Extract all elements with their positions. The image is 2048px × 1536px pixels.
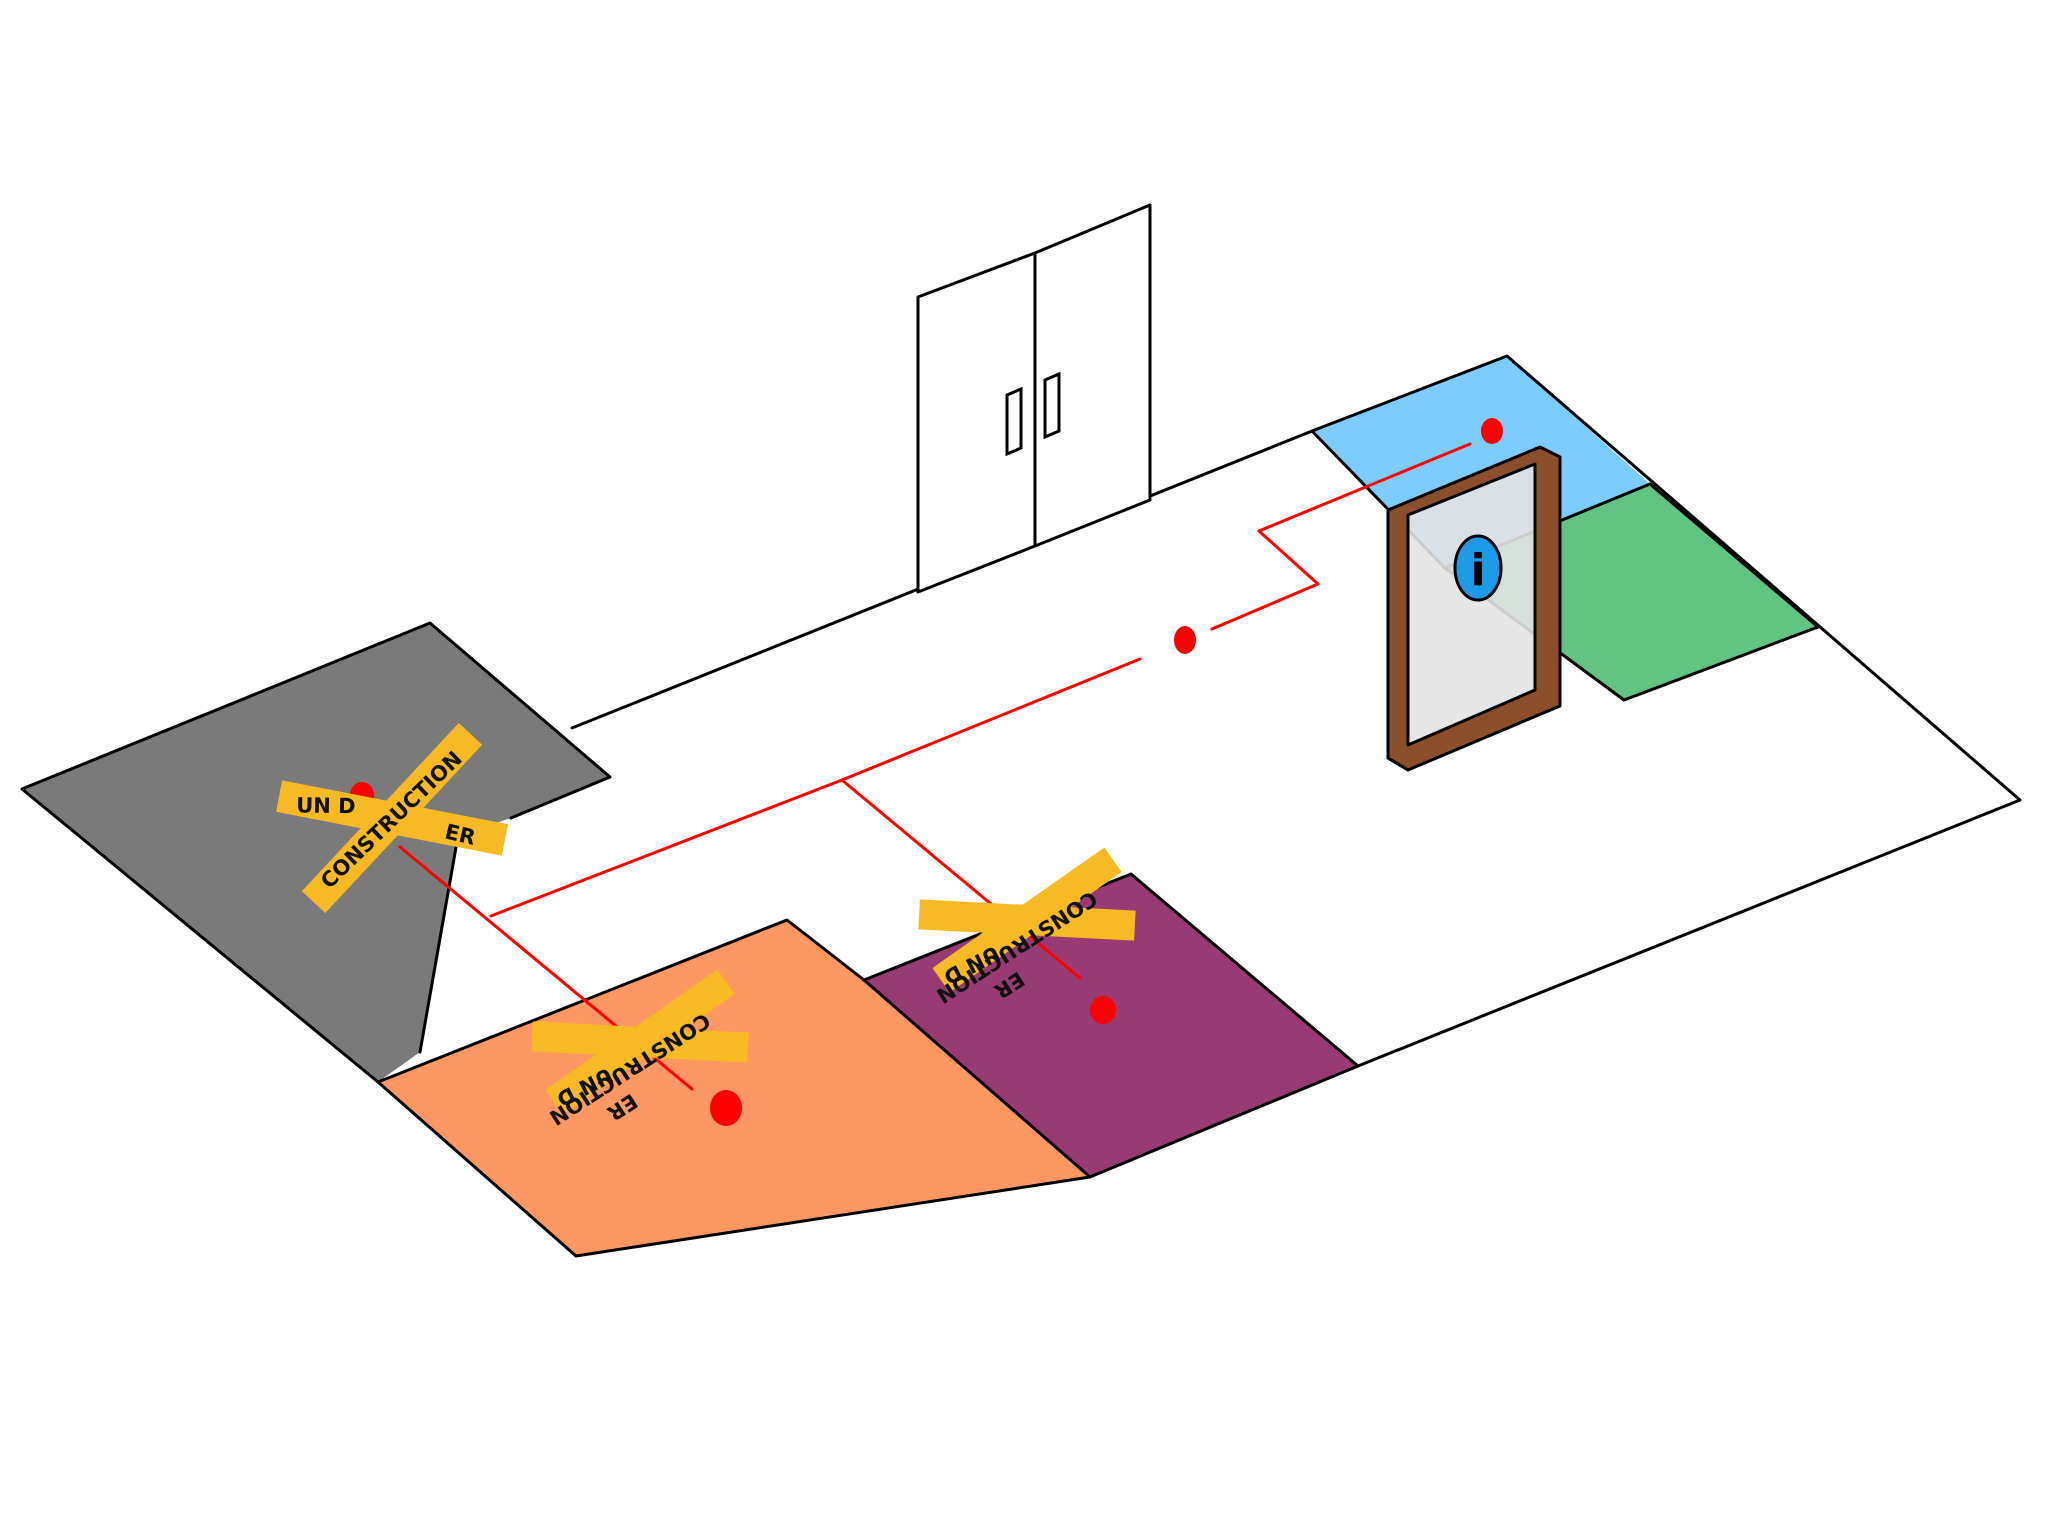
door-left-handle (1005, 386, 1023, 457)
door-right-panel[interactable] (1033, 203, 1152, 548)
tape-strip (301, 722, 483, 914)
kiosk-screen (1408, 464, 1535, 745)
waypoint-center[interactable] (1174, 626, 1196, 654)
info-kiosk[interactable]: i (1386, 445, 1562, 772)
info-icon-glyph: i (1470, 545, 1485, 596)
kiosk-frame (1386, 445, 1562, 772)
waypoint-purple[interactable] (1090, 996, 1116, 1024)
tape-strip (531, 1021, 749, 1063)
waypoint-orange[interactable] (710, 1090, 742, 1126)
waypoints (350, 418, 1503, 1126)
tape-label-top: UN D (296, 793, 356, 818)
tape-strip (918, 899, 1136, 941)
double-door[interactable] (916, 203, 1152, 594)
info-icon[interactable] (1453, 534, 1503, 602)
path-segment-purple (840, 778, 1082, 980)
waypoint-blue[interactable] (1481, 418, 1503, 444)
path-segment-kiosk (1210, 442, 1472, 631)
room-orange[interactable] (378, 920, 1090, 1256)
door-right-handle (1043, 371, 1061, 440)
